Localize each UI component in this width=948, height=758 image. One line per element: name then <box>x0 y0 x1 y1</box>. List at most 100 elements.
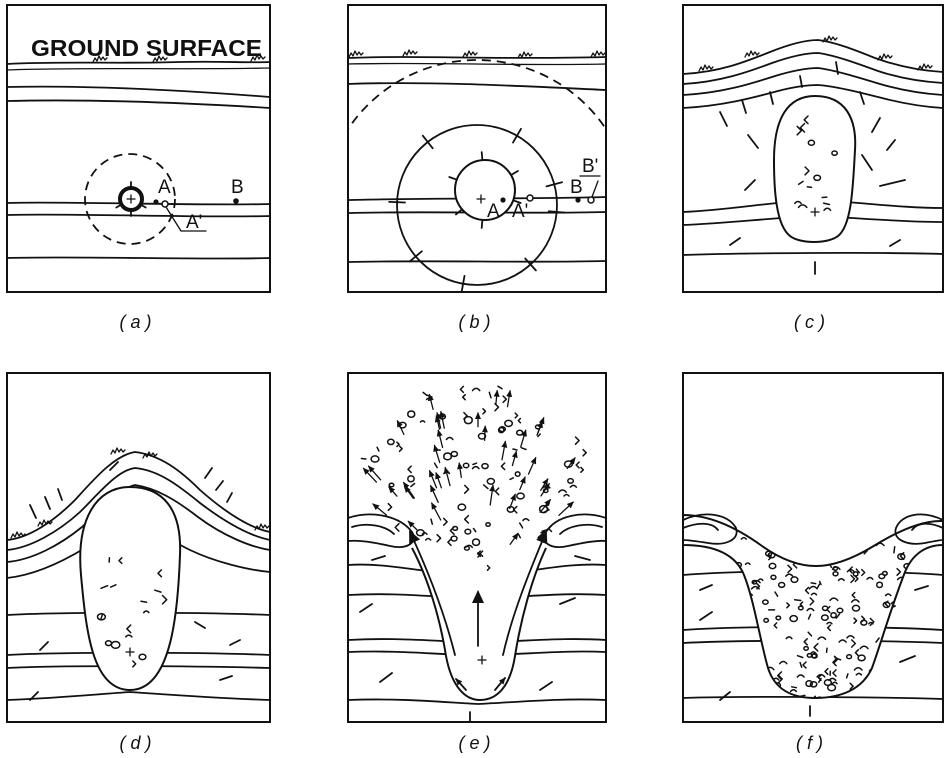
rock-fragment <box>880 672 883 678</box>
fracture-mark <box>30 505 36 518</box>
rock-fragment <box>495 404 499 411</box>
fracture-mark <box>58 489 62 500</box>
rock-fragment <box>581 467 583 472</box>
fracture-mark <box>423 136 433 149</box>
ground-surface-line <box>7 62 270 64</box>
ejecta-motion-arrow <box>369 466 381 480</box>
fracture-mark <box>380 673 392 682</box>
rock-fragment <box>388 504 391 511</box>
explosion-cavity <box>455 160 515 220</box>
rock-fragment <box>853 524 858 525</box>
rock-fragment <box>811 583 816 584</box>
fracture-mark <box>700 612 712 620</box>
ejecta-motion-arrow <box>445 468 450 486</box>
ejecta-motion-arrow <box>520 477 525 489</box>
ejecta-motion-arrow <box>438 430 442 447</box>
fracture-mark <box>482 220 483 228</box>
ejecta-motion-arrow <box>389 487 397 496</box>
rock-fragment <box>510 478 513 480</box>
rock-fragment <box>482 464 488 469</box>
point-b-prime-label: B' <box>582 156 598 177</box>
fracture-mark <box>195 622 205 628</box>
rock-fragment <box>785 545 792 551</box>
rock-fragment <box>817 701 819 706</box>
panel-b-caption: (b) <box>459 312 496 332</box>
rock-fragment <box>792 533 795 539</box>
fracture-mark <box>862 155 872 170</box>
rock-fragment <box>743 584 745 588</box>
rock-fragment <box>473 388 480 390</box>
rock-fragment <box>421 421 425 422</box>
rock-fragment <box>887 631 890 636</box>
ejecta-motion-arrow <box>502 442 505 460</box>
rock-fragment <box>517 493 524 499</box>
panel-e-ejecta-cloud <box>361 386 586 570</box>
overturned-layer-flap-right <box>544 514 606 547</box>
rock-fragment <box>515 472 520 476</box>
grass-tuft <box>111 448 125 454</box>
rock-fragment <box>710 589 716 594</box>
point-a-label: A <box>158 177 171 198</box>
panel-b-frame <box>348 5 606 292</box>
rock-fragment <box>435 463 438 467</box>
ejecta-motion-arrow <box>435 446 440 463</box>
rock-fragment <box>788 699 791 704</box>
rock-fragment <box>515 413 517 418</box>
rock-fragment <box>484 485 488 489</box>
rock-fragment <box>559 490 566 492</box>
rock-fragment <box>501 463 504 470</box>
point-b-label: B <box>231 177 244 198</box>
fracture-mark <box>890 240 900 246</box>
fracture-mark <box>389 202 405 203</box>
fracture-mark <box>748 135 758 148</box>
gas-cavity <box>80 487 180 690</box>
point-a-label: A <box>487 201 500 222</box>
rock-fragment <box>518 534 520 538</box>
rock-fragment <box>465 485 469 493</box>
ejecta-motion-arrow <box>436 473 441 488</box>
rock-fragment <box>894 547 895 553</box>
ejecta-motion-arrow <box>485 426 486 440</box>
panel-e: (e) <box>348 373 606 753</box>
panel-c-caption: (c) <box>794 312 830 332</box>
rock-fragment <box>718 612 723 616</box>
fracture-mark <box>372 556 385 560</box>
rock-fragment <box>829 526 836 528</box>
fracture-mark <box>800 76 802 87</box>
rock-fragment <box>583 450 586 456</box>
rock-fragment <box>495 488 498 495</box>
point-b-label: B <box>570 177 583 198</box>
fracture-mark <box>880 180 905 186</box>
rock-fragment <box>875 690 880 695</box>
rock-fragment <box>811 519 818 521</box>
rock-fragment <box>759 527 762 533</box>
fracture-mark <box>720 692 730 700</box>
rock-fragment <box>570 485 576 487</box>
rock-fragment <box>463 395 466 400</box>
rock-fragment <box>458 504 466 510</box>
rock-fragment <box>388 439 395 444</box>
rock-fragment <box>486 523 490 526</box>
rock-fragment <box>729 561 736 568</box>
point-b-marker <box>233 198 239 204</box>
rock-fragment <box>444 518 447 525</box>
rock-fragment <box>817 697 822 701</box>
fracture-mark <box>227 493 232 502</box>
rock-fragment <box>489 392 491 398</box>
rock-fragment <box>444 453 451 460</box>
ejecta-motion-arrow <box>510 533 518 544</box>
rock-fragment <box>903 638 910 640</box>
rock-fragment <box>785 527 788 532</box>
fracture-mark <box>220 676 232 680</box>
fracture-mark <box>360 604 372 612</box>
panel-f-caption: (f) <box>796 733 828 753</box>
rock-fragment <box>807 187 811 188</box>
rock-fragment <box>724 621 729 626</box>
rock-fragment <box>465 516 469 523</box>
rock-fragment <box>921 604 924 606</box>
rock-fragment <box>836 698 838 702</box>
fracture-mark <box>230 640 240 645</box>
rock-fragment <box>707 579 710 584</box>
fracture-mark <box>915 586 928 590</box>
rock-fragment <box>913 649 916 655</box>
